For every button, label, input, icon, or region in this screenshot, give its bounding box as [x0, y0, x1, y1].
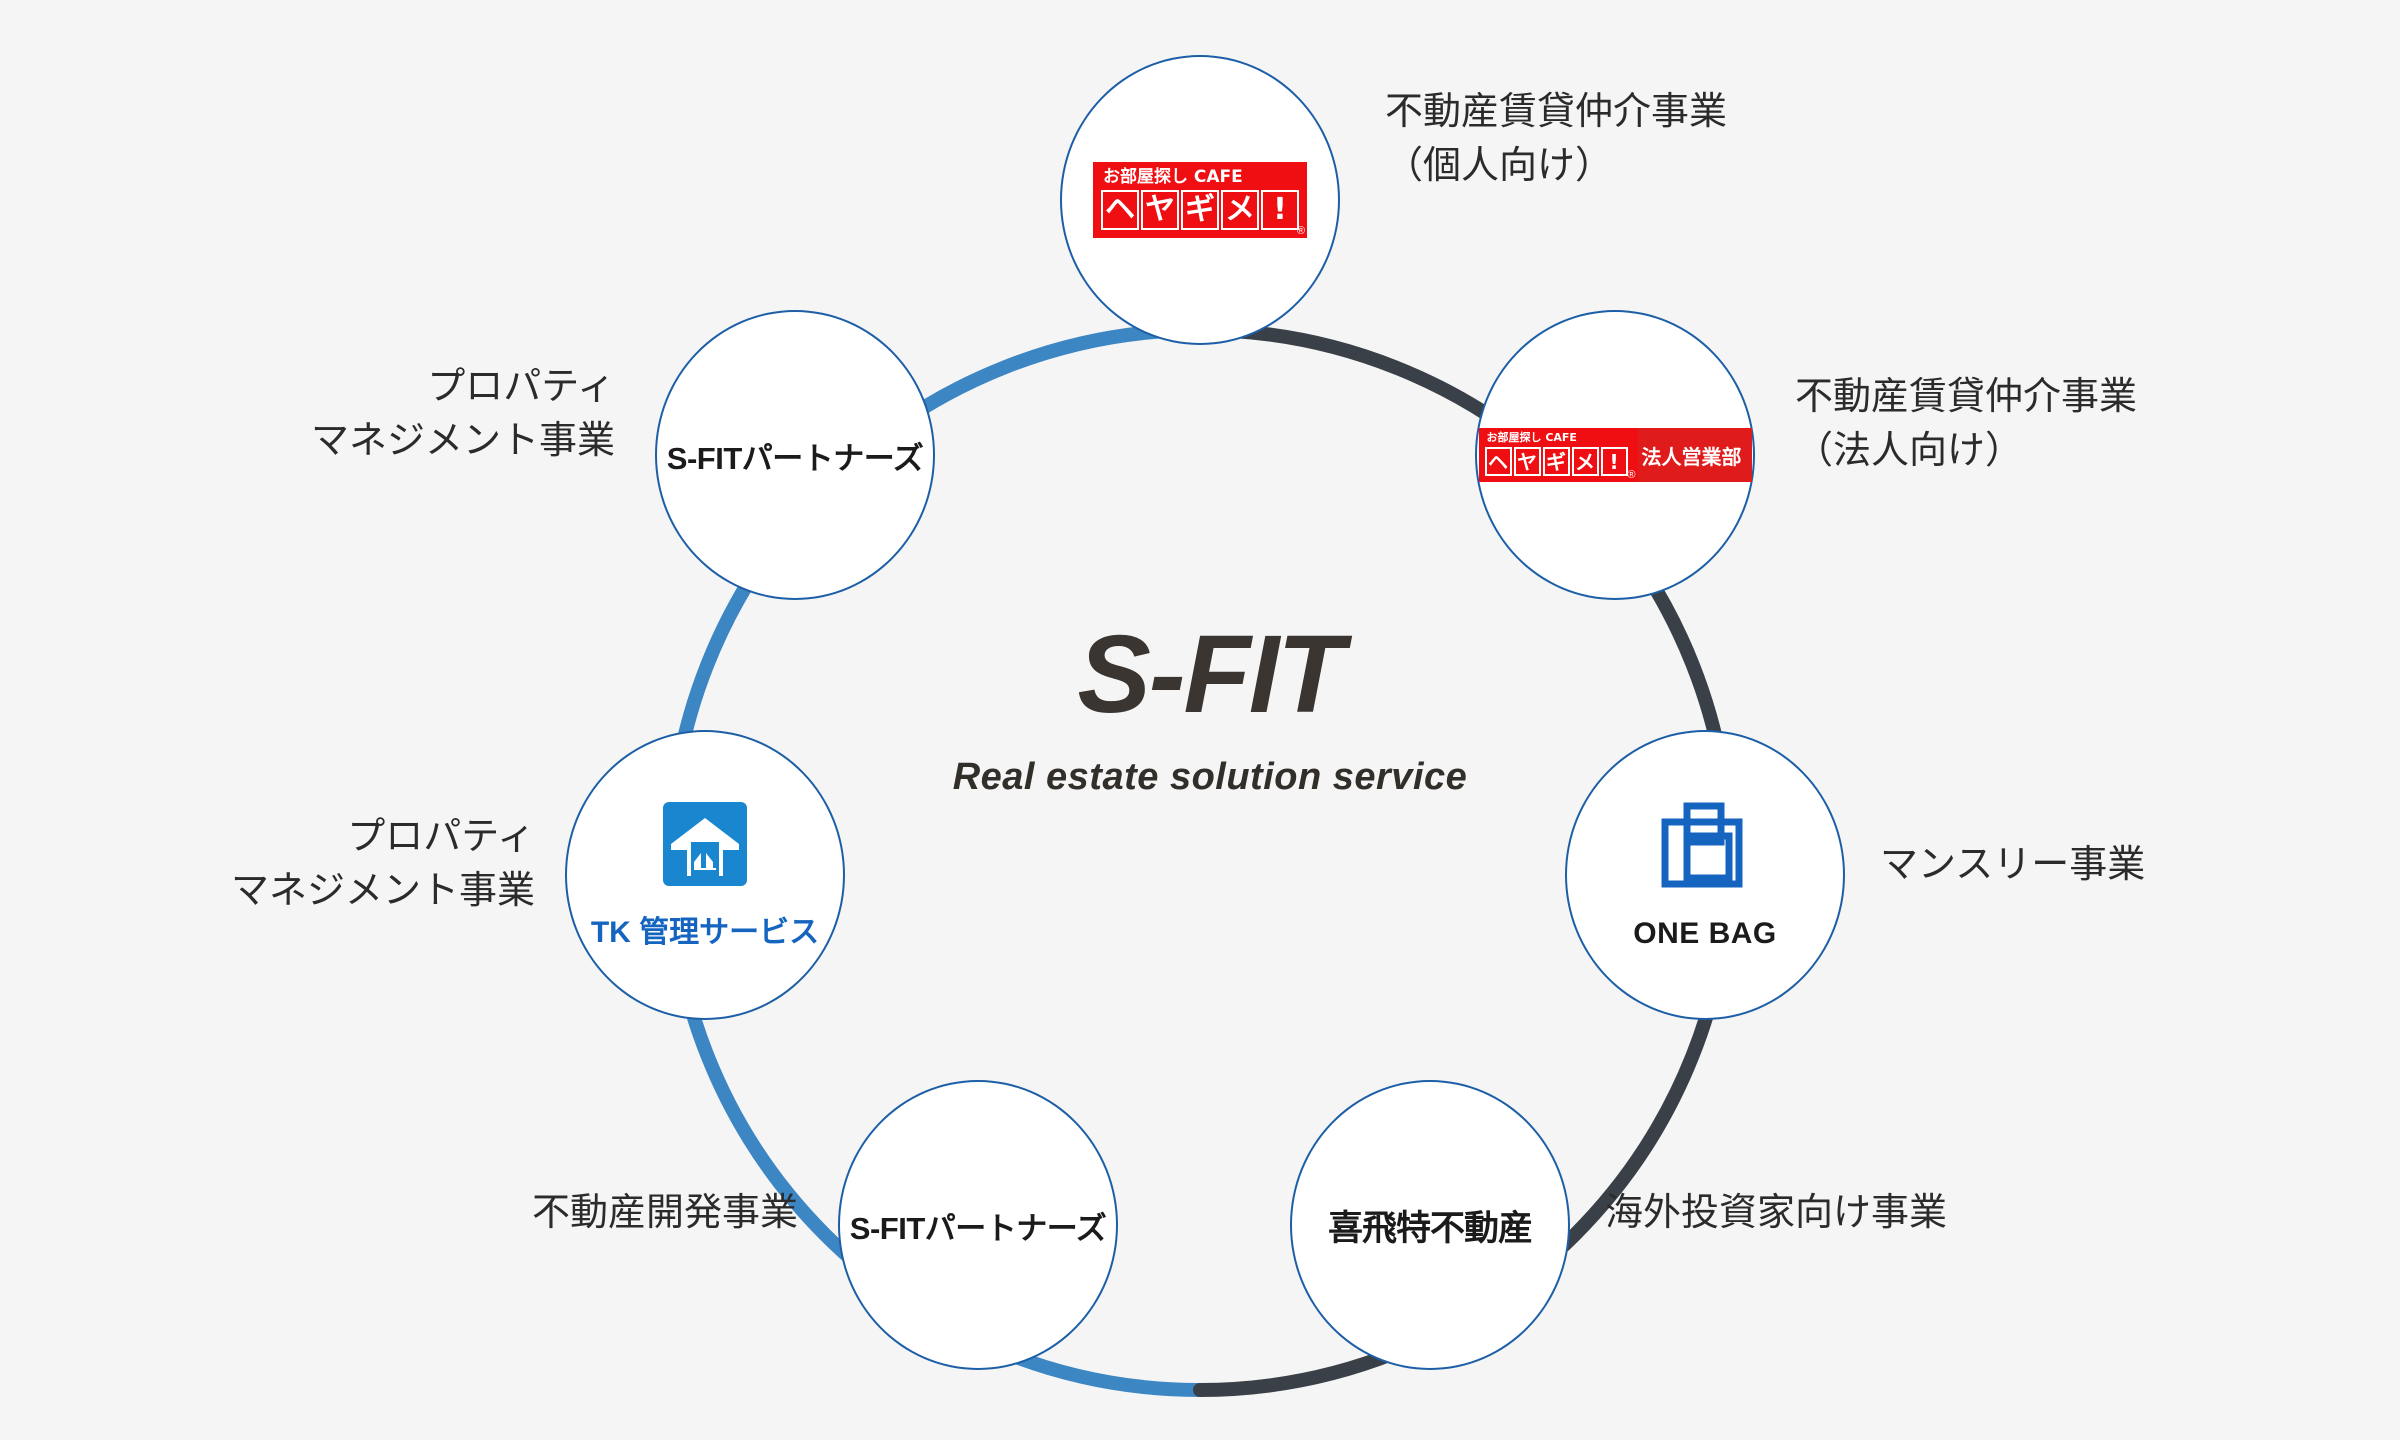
caption-tk-kanri-service: プロパティ マネジメント事業 [230, 814, 535, 912]
house-icon [661, 800, 749, 893]
caption-sfit-partners-top: プロパティ マネジメント事業 [310, 364, 615, 462]
tk-kanri-service-label: TK 管理サービス [590, 915, 820, 949]
heyagime-char: ! [1261, 189, 1299, 230]
node-sfit-partners-top[interactable]: S-FITパートナーズ [655, 310, 935, 600]
heyagime-char: ヤ [1141, 189, 1179, 230]
brand-title: S-FIT [1077, 613, 1345, 736]
heyagime-char: メ [1571, 447, 1599, 477]
brand-tagline: Real estate solution service [952, 756, 1468, 798]
heyagime-logo-caption: お部屋探し CAFE [1103, 167, 1243, 188]
node-tk-kanri-service[interactable]: TK 管理サービス [565, 730, 845, 1020]
caption-heyagime-corporate: 不動産賃貸仲介事業 （法人向け） [1795, 374, 2138, 472]
heyagime-corporate-suffix: 法人営業部 [1641, 444, 1742, 469]
heyagime-char: ギ [1181, 189, 1219, 230]
sfit-partners-bottom-label: S-FITパートナーズ [849, 1210, 1107, 1246]
caption-one-bag: マンスリー事業 [1880, 842, 2146, 886]
caption-heyagime-individual: 不動産賃貸仲介事業 （個人向け） [1385, 89, 1728, 187]
one-bag-label: ONE BAG [1633, 916, 1777, 950]
caption-sfit-partners-bottom: 不動産開発事業 [531, 1190, 798, 1234]
heyagime-logo-characters: ヘ ヤ ギ メ ! [1101, 189, 1299, 230]
heyagime-char: ヘ [1484, 447, 1512, 477]
heyagime-logo-characters: ヘ ヤ ギ メ ! [1484, 447, 1628, 477]
heyagime-logo: お部屋探し CAFE ヘ ヤ ギ メ ! ® [1093, 162, 1307, 238]
heyagime-char: メ [1221, 189, 1259, 230]
shopping-bag-icon [1657, 800, 1753, 901]
kihito-fudosan-label: 喜飛特不動産 [1327, 1208, 1533, 1248]
heyagime-char: ヤ [1513, 447, 1541, 477]
sfit-partners-top-label: S-FITパートナーズ [666, 440, 924, 476]
heyagime-char: ! [1600, 447, 1628, 477]
node-sfit-partners-bottom[interactable]: S-FITパートナーズ [838, 1080, 1118, 1370]
heyagime-corporate-logo: お部屋探し CAFE ヘ ヤ ギ メ ! ® 法人営業部 [1478, 427, 1752, 483]
registered-mark-icon: ® [1627, 469, 1636, 482]
heyagime-logo: お部屋探し CAFE ヘ ヤ ギ メ ! ® [1478, 427, 1638, 483]
node-kihito-fudosan[interactable]: 喜飛特不動産 [1290, 1080, 1570, 1370]
heyagime-char: ヘ [1101, 189, 1139, 230]
heyagime-char: ギ [1542, 447, 1570, 477]
node-heyagime-individual[interactable]: お部屋探し CAFE ヘ ヤ ギ メ ! ® [1060, 55, 1340, 345]
node-heyagime-corporate[interactable]: お部屋探し CAFE ヘ ヤ ギ メ ! ® 法人営業部 法人営業部 [1475, 310, 1755, 600]
node-one-bag[interactable]: ONE BAG [1565, 730, 1845, 1020]
registered-mark-icon: ® [1296, 224, 1305, 237]
heyagime-logo-caption: お部屋探し CAFE [1486, 430, 1577, 444]
caption-kihito-fudosan: 海外投資家向け事業 [1605, 1190, 1948, 1234]
center-brand: S-FIT Real estate solution service [760, 620, 1660, 799]
